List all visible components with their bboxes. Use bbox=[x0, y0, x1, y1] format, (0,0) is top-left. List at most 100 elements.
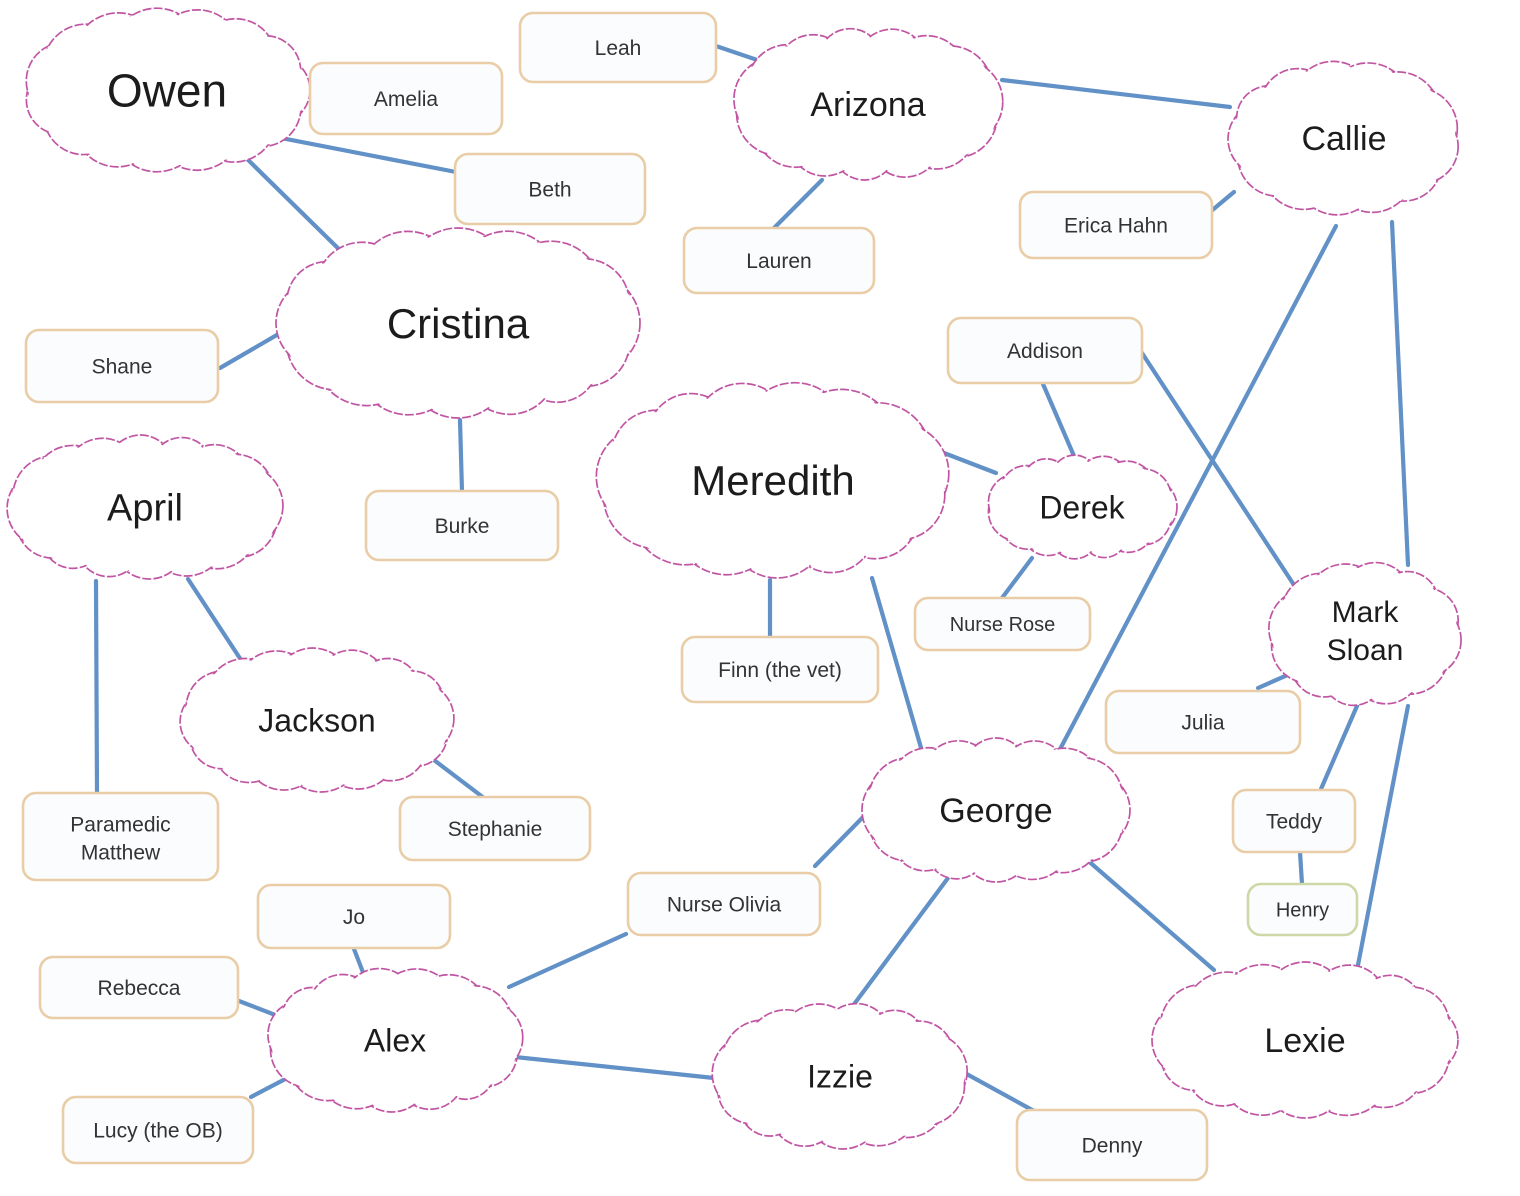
box-node-shape bbox=[626, 871, 822, 937]
cloud-node-label: Cristina bbox=[387, 300, 530, 347]
box-node-shape bbox=[913, 596, 1092, 652]
box-node-rebecca[interactable]: Rebecca bbox=[38, 955, 240, 1020]
cloud-node-label: Derek bbox=[1039, 490, 1125, 526]
cloud-node-label: Jackson bbox=[258, 703, 375, 739]
box-node-label: Lucy (the OB) bbox=[93, 1120, 223, 1143]
edge-george-nurse-olivia bbox=[812, 809, 871, 869]
box-node-shape bbox=[61, 1095, 255, 1165]
box-node-beth[interactable]: Beth bbox=[453, 152, 647, 226]
cloud-node-label: Meredith bbox=[691, 457, 854, 504]
cloud-node-lexie[interactable]: Lexie bbox=[1151, 961, 1459, 1119]
edge-alex-izzie bbox=[503, 1053, 717, 1081]
cloud-node-george[interactable]: George bbox=[861, 737, 1131, 883]
edge-mark-sloan-teddy bbox=[1318, 703, 1360, 792]
box-node-shape bbox=[680, 635, 880, 704]
box-node-addison[interactable]: Addison bbox=[946, 316, 1144, 385]
box-node-lucy[interactable]: Lucy (the OB) bbox=[61, 1095, 255, 1165]
box-node-label: Finn (the vet) bbox=[718, 659, 842, 682]
cloud-body bbox=[289, 990, 501, 1090]
box-node-amelia[interactable]: Amelia bbox=[308, 61, 504, 136]
box-node-label: Nurse Rose bbox=[950, 614, 1056, 636]
edge-meredith-george bbox=[869, 575, 931, 775]
box-node-label: Burke bbox=[435, 515, 490, 538]
edge-meredith-derek bbox=[941, 450, 999, 476]
box-node-label: Shane bbox=[92, 356, 153, 379]
cloud-body bbox=[29, 457, 261, 557]
cloud-node-cristina[interactable]: Cristina bbox=[275, 227, 641, 419]
cloud-node-april[interactable]: April bbox=[6, 434, 284, 580]
box-node-erica-hahn[interactable]: Erica Hahn bbox=[1018, 190, 1214, 260]
edge-addison-mark-sloan bbox=[1137, 347, 1297, 588]
box-node-denny[interactable]: Denny bbox=[1015, 1108, 1209, 1182]
box-node-shape bbox=[946, 316, 1144, 385]
box-node-shape bbox=[21, 791, 220, 882]
box-node-shane[interactable]: Shane bbox=[24, 328, 220, 404]
box-node-label: Leah bbox=[595, 37, 642, 60]
cloud-node-owen[interactable]: Owen bbox=[25, 7, 311, 173]
cloud-node-label: Alex bbox=[364, 1023, 426, 1059]
box-node-label: Erica Hahn bbox=[1064, 215, 1168, 238]
box-node-jo[interactable]: Jo bbox=[256, 883, 452, 950]
box-node-shape bbox=[682, 226, 876, 295]
box-node-shape bbox=[1015, 1108, 1209, 1182]
edge-callie-mark-sloan bbox=[1389, 219, 1411, 568]
box-node-leah[interactable]: Leah bbox=[518, 11, 718, 84]
box-node-shape bbox=[24, 328, 220, 404]
box-node-lauren[interactable]: Lauren bbox=[682, 226, 876, 295]
edge-george-izzie bbox=[849, 875, 951, 1010]
edge-april-jackson bbox=[185, 576, 246, 666]
cloud-body bbox=[626, 412, 920, 548]
box-node-label: Julia bbox=[1181, 712, 1225, 735]
box-node-shape bbox=[398, 795, 592, 862]
box-node-label: Amelia bbox=[374, 88, 439, 111]
box-node-stephanie[interactable]: Stephanie bbox=[398, 795, 592, 862]
box-node-nurse-olivia[interactable]: Nurse Olivia bbox=[626, 871, 822, 937]
cloud-node-meredith[interactable]: Meredith bbox=[595, 381, 950, 579]
box-node-label: Lauren bbox=[746, 250, 811, 273]
box-node-shape bbox=[518, 11, 718, 84]
cloud-node-arizona[interactable]: Arizona bbox=[733, 27, 1004, 181]
box-node-henry[interactable]: Henry bbox=[1246, 882, 1359, 937]
edge-jackson-stephanie bbox=[427, 754, 487, 801]
cloud-body bbox=[1003, 471, 1161, 543]
edge-teddy-henry bbox=[1297, 849, 1305, 887]
box-node-shape bbox=[364, 489, 560, 562]
box-node-shape bbox=[1104, 689, 1302, 755]
cloud-node-izzie[interactable]: Izzie bbox=[711, 1002, 969, 1150]
cloud-node-alex[interactable]: Alex bbox=[267, 967, 524, 1113]
edge-callie-george bbox=[1055, 223, 1339, 756]
box-node-burke[interactable]: Burke bbox=[364, 489, 560, 562]
cloud-node-label: Owen bbox=[107, 65, 227, 117]
edge-mark-sloan-lexie bbox=[1355, 703, 1411, 968]
box-node-shape bbox=[1018, 190, 1214, 260]
cloud-body bbox=[1176, 986, 1434, 1094]
box-node-shape bbox=[1231, 788, 1357, 854]
cloud-node-label: April bbox=[107, 488, 183, 530]
box-node-julia[interactable]: Julia bbox=[1104, 689, 1302, 755]
box-node-label: Teddy bbox=[1266, 811, 1323, 834]
cloud-node-jackson[interactable]: Jackson bbox=[179, 647, 455, 793]
box-node-finn[interactable]: Finn (the vet) bbox=[680, 635, 880, 704]
cloud-node-callie[interactable]: Callie bbox=[1227, 60, 1459, 216]
box-node-shape bbox=[256, 883, 452, 950]
edge-addison-derek bbox=[1040, 381, 1077, 459]
cloud-node-label: Callie bbox=[1301, 120, 1386, 158]
cloud-body bbox=[1290, 584, 1440, 684]
box-node-shape bbox=[1246, 882, 1359, 937]
box-node-label: Rebecca bbox=[98, 977, 181, 1000]
box-node-shape bbox=[38, 955, 240, 1020]
edge-george-lexie bbox=[1075, 849, 1217, 973]
cloud-body bbox=[49, 33, 285, 147]
cloud-node-derek[interactable]: Derek bbox=[987, 454, 1178, 560]
box-node-label: Henry bbox=[1276, 900, 1329, 922]
edge-cristina-burke bbox=[457, 417, 465, 495]
box-node-nurse-rose[interactable]: Nurse Rose bbox=[913, 596, 1092, 652]
edge-izzie-denny bbox=[960, 1069, 1037, 1114]
box-node-teddy[interactable]: Teddy bbox=[1231, 788, 1357, 854]
cloud-body bbox=[884, 760, 1108, 860]
